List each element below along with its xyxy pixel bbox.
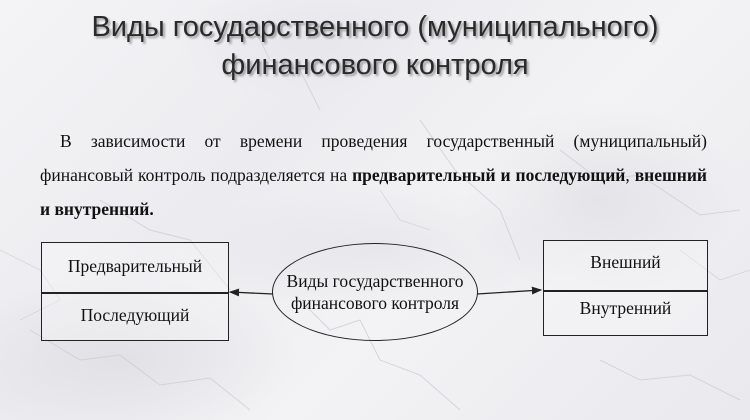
center-node-line-2: финансового контроля	[290, 293, 460, 313]
center-node-ellipse: Виды государственного финансового контро…	[272, 243, 478, 341]
right-box-item-internal: Внутренний	[579, 298, 672, 318]
paragraph-intro-text: В зависимости от времени проведения госу…	[40, 131, 707, 185]
center-node-line-1: Виды государственного	[286, 271, 464, 291]
intro-paragraph: В зависимости от времени проведения госу…	[40, 124, 707, 226]
right-box-item-external: Внешний	[590, 252, 661, 272]
left-box-item-subsequent: Последующий	[80, 305, 190, 325]
left-box-time-types: Предварительный Последующий	[41, 242, 229, 341]
right-box-divider	[544, 290, 707, 292]
paragraph-separator: ,	[625, 165, 630, 185]
title-line-2: финансового контроля	[221, 49, 529, 81]
paragraph-bold-subject-types: внешний и внутренний.	[40, 165, 708, 219]
right-box-subject-types: Внешний Внутренний	[543, 240, 708, 336]
left-box-item-preliminary: Предварительный	[67, 256, 203, 276]
arrow-to-right-box	[476, 286, 543, 295]
slide-title: Виды государственного (муниципального) ф…	[0, 8, 750, 84]
left-box-divider	[42, 292, 228, 294]
arrow-to-left-box	[228, 288, 274, 297]
paragraph-bold-time-types: предварительный и последующий	[352, 165, 626, 185]
title-line-1: Виды государственного (муниципального)	[91, 11, 659, 43]
